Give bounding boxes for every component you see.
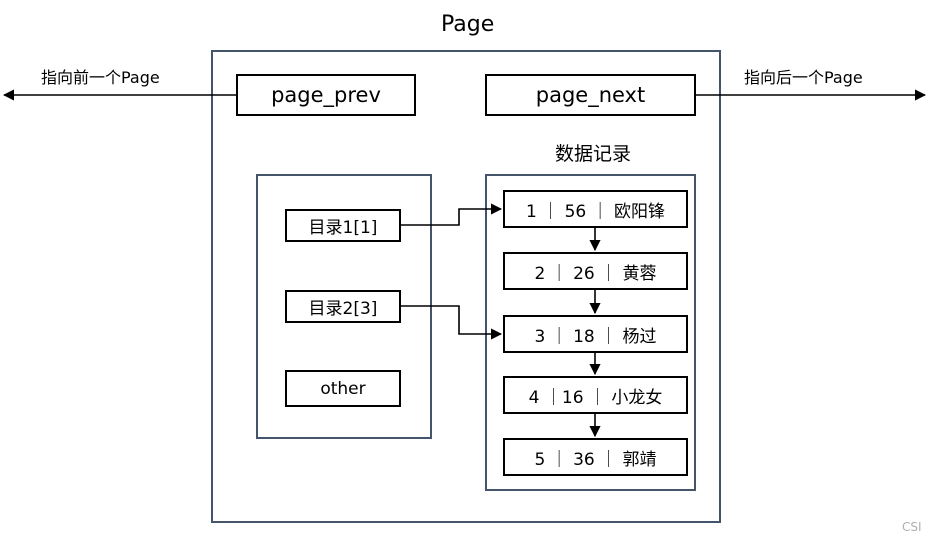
next-page-arrow-label: 指向后一个Page [744, 68, 863, 87]
record-3: 3 ｜ 18 ｜ 杨过 [503, 315, 688, 353]
record-4: 4 ｜16 ｜ 小龙女 [503, 376, 688, 414]
directory-1-pointer [401, 203, 503, 226]
page-frame [211, 50, 721, 523]
directory-entry-other: other [285, 370, 401, 407]
watermark: CSI [902, 520, 922, 534]
diagram-title: Page [441, 12, 495, 37]
prev-page-arrow-label: 指向前一个Page [41, 68, 160, 87]
record-5: 5 ｜ 36 ｜ 郭靖 [503, 438, 688, 476]
directory-2-pointer [401, 305, 503, 340]
directory-entry-2: 目录2[3] [285, 290, 401, 323]
records-frame [485, 174, 696, 491]
records-title: 数据记录 [555, 143, 632, 165]
page-prev-box: page_prev [236, 74, 416, 116]
record-1: 1 ｜ 56 ｜ 欧阳锋 [503, 190, 688, 228]
page-next-box: page_next [485, 74, 696, 116]
record-2: 2 ｜ 26 ｜ 黄蓉 [503, 252, 688, 290]
directory-entry-1: 目录1[1] [285, 209, 401, 242]
